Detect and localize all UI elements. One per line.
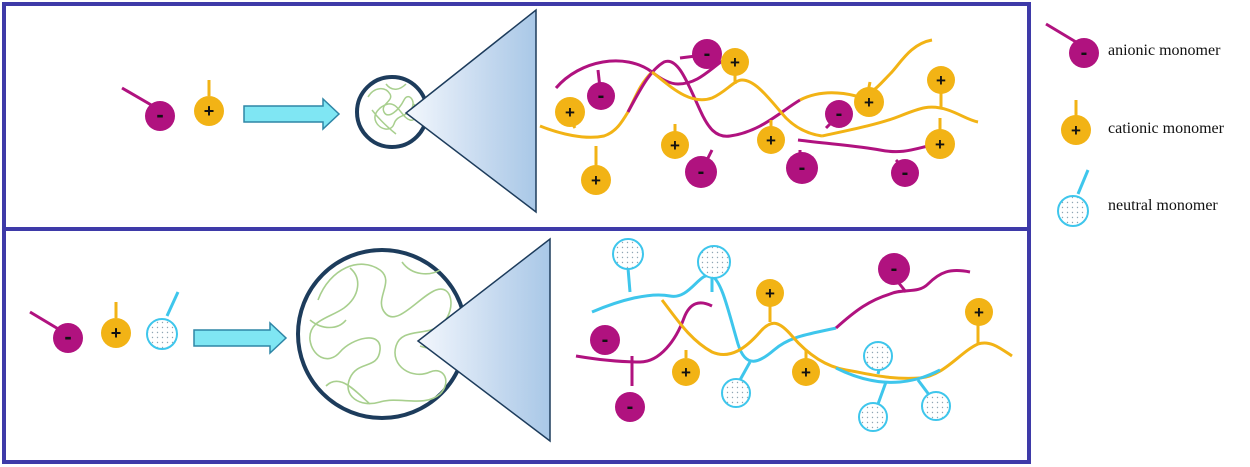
cationic-charge-label: + xyxy=(864,93,874,112)
legend-anionic-icon: - xyxy=(1045,22,1099,68)
anionic-charge-label: - xyxy=(598,85,605,107)
anionic-charge-label: - xyxy=(602,329,609,351)
cationic-monomer-icon: + xyxy=(792,358,820,386)
cationic-monomer-icon: + xyxy=(721,48,749,76)
neutral-monomer-icon xyxy=(146,291,180,350)
legend: - + xyxy=(1045,22,1099,227)
row2-zoom-cone xyxy=(416,237,551,443)
anionic-charge-label: - xyxy=(156,102,163,127)
cationic-monomer-icon: + xyxy=(756,279,784,307)
anionic-monomer-icon: - xyxy=(878,253,910,285)
legend-label-cationic: cationic monomer xyxy=(1108,120,1224,137)
diagram-frame xyxy=(2,2,1031,464)
row1-chain-monomers: - + + - + + - + - - + - + + xyxy=(555,39,955,195)
row2-input-monomers: - + xyxy=(29,291,180,353)
legend-cationic-icon: + xyxy=(1061,100,1091,145)
cationic-charge-label: + xyxy=(730,53,740,72)
anionic-monomer-icon: - xyxy=(615,392,645,422)
neutral-monomer-icon xyxy=(612,238,644,270)
anionic-charge-label: - xyxy=(704,43,711,65)
cationic-monomer-icon: + xyxy=(101,302,131,348)
cationic-charge-label: + xyxy=(1071,121,1081,140)
anionic-charge-label: - xyxy=(627,396,634,418)
cationic-charge-label: + xyxy=(801,363,811,382)
neutral-monomer-icon xyxy=(858,402,888,432)
cationic-charge-label: + xyxy=(591,171,601,190)
cationic-charge-label: + xyxy=(681,363,691,382)
row2-chain-monomers: - - + + + - + xyxy=(590,238,993,432)
cationic-charge-label: + xyxy=(670,136,680,155)
anionic-monomer-icon: - xyxy=(825,100,853,128)
neutral-monomer-icon xyxy=(921,391,951,421)
cationic-charge-label: + xyxy=(766,131,776,150)
anionic-charge-label: - xyxy=(1081,42,1088,64)
cationic-monomer-icon: + xyxy=(925,129,955,159)
anionic-monomer-icon: - xyxy=(590,325,620,355)
cationic-monomer-icon: + xyxy=(965,298,993,326)
anionic-charge-label: - xyxy=(902,162,909,184)
cationic-monomer-icon: + xyxy=(661,131,689,159)
cationic-monomer-icon: + xyxy=(757,126,785,154)
row1-input-monomers: - + xyxy=(121,80,224,131)
legend-label-anionic: anionic monomer xyxy=(1108,42,1221,59)
row1-zoom-cone xyxy=(404,8,537,214)
anionic-monomer-icon: - xyxy=(786,152,818,184)
cationic-charge-label: + xyxy=(204,101,215,121)
anionic-monomer-icon: - xyxy=(891,159,919,187)
cationic-charge-label: + xyxy=(765,284,775,303)
row2-arrow xyxy=(193,321,288,355)
row2-polymer-chain xyxy=(575,267,1013,405)
anionic-charge-label: - xyxy=(64,324,71,349)
cationic-charge-label: + xyxy=(111,323,122,343)
cationic-monomer-icon: + xyxy=(927,66,955,94)
neutral-monomer-icon xyxy=(697,245,731,279)
cationic-monomer-icon: + xyxy=(194,80,224,126)
neutral-monomer-icon xyxy=(721,378,751,408)
anionic-monomer-icon: - xyxy=(587,82,615,110)
cationic-charge-label: + xyxy=(935,135,945,154)
neutral-monomer-icon xyxy=(863,341,893,371)
legend-neutral-icon xyxy=(1057,169,1090,227)
row1-arrow xyxy=(243,97,341,131)
anionic-charge-label: - xyxy=(836,103,843,125)
cationic-monomer-icon: + xyxy=(672,358,700,386)
cationic-monomer-icon: + xyxy=(555,97,585,127)
anionic-monomer-icon: - xyxy=(685,156,717,188)
cationic-monomer-icon: + xyxy=(581,165,611,195)
anionic-monomer-icon: - xyxy=(692,39,722,69)
anionic-charge-label: - xyxy=(698,161,705,183)
anionic-charge-label: - xyxy=(891,258,898,280)
anionic-monomer-icon: - xyxy=(121,86,175,131)
cationic-charge-label: + xyxy=(565,103,575,122)
legend-label-neutral: neutral monomer xyxy=(1108,197,1218,214)
anionic-monomer-icon: - xyxy=(29,310,83,353)
cationic-charge-label: + xyxy=(974,303,984,322)
cationic-charge-label: + xyxy=(936,71,946,90)
anionic-charge-label: - xyxy=(799,157,806,179)
row1-polymer-chain xyxy=(539,38,979,170)
cationic-monomer-icon: + xyxy=(854,87,884,117)
